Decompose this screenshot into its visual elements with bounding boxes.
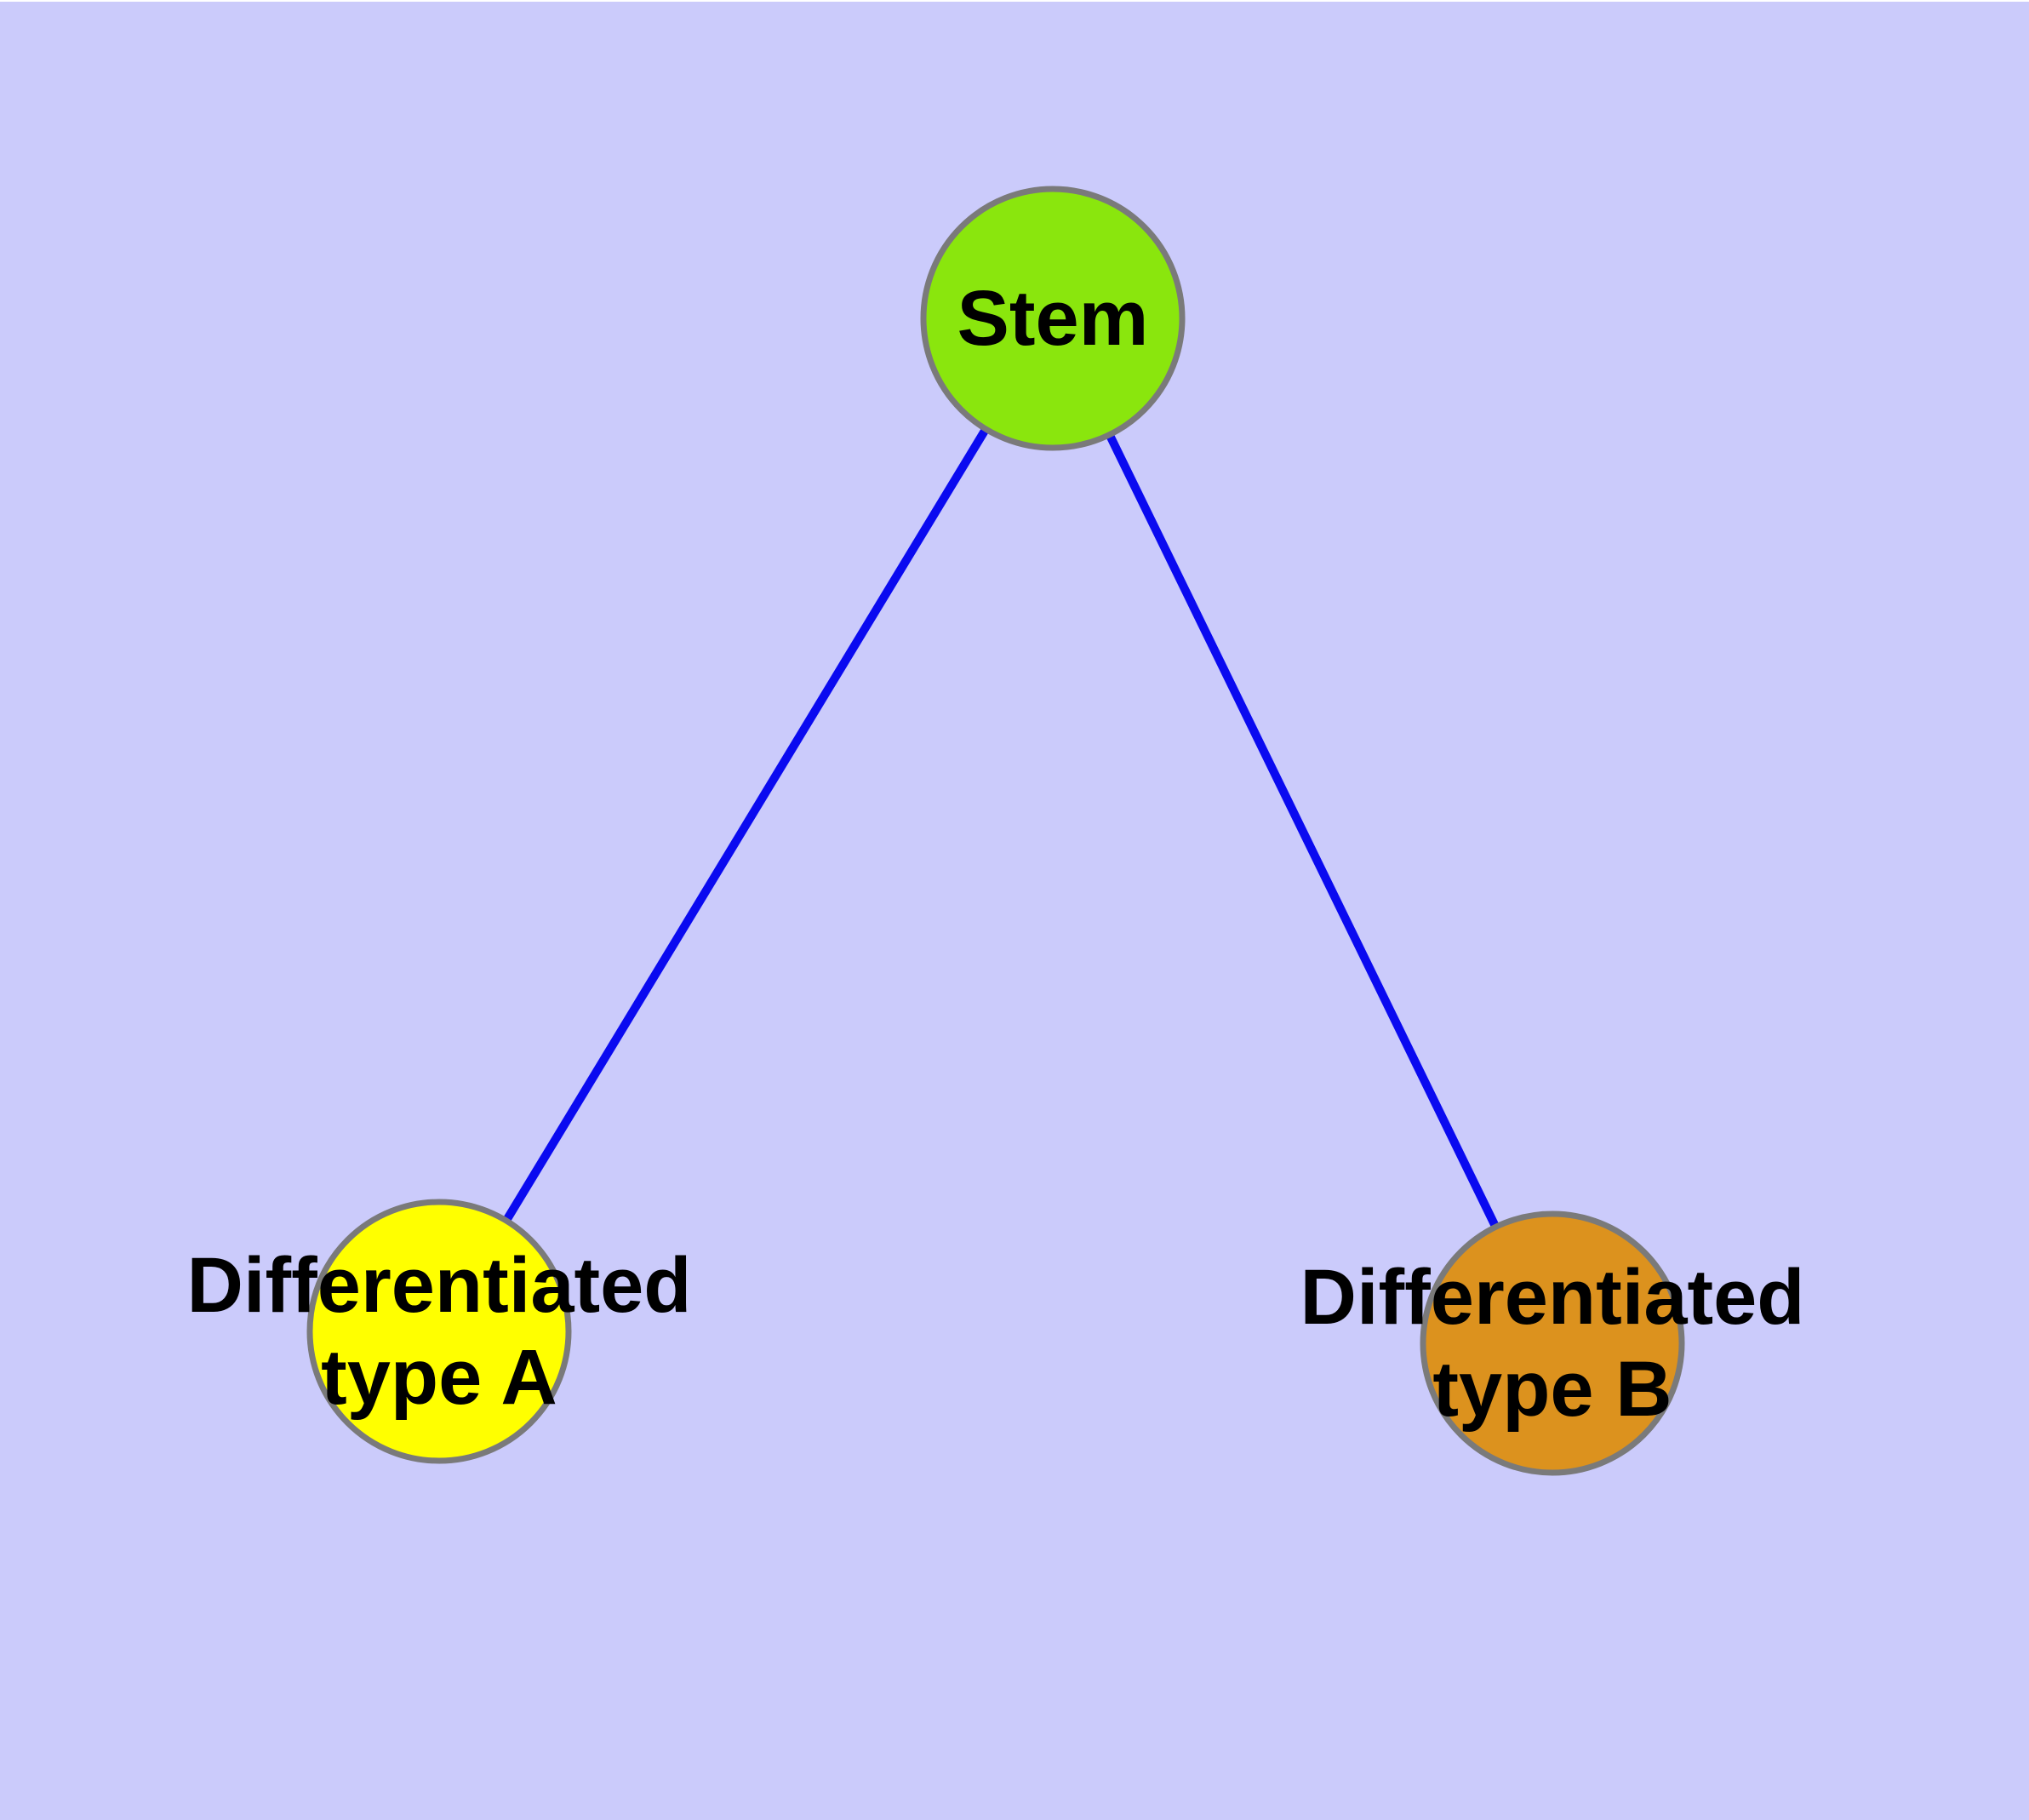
node-stem[interactable]: [920, 186, 1186, 451]
edge-stem-to-type-a: [435, 316, 1057, 1334]
node-differentiated-type-b[interactable]: [1420, 1210, 1685, 1476]
edge-stem-to-type-b: [1049, 316, 1557, 1346]
node-differentiated-type-a[interactable]: [306, 1199, 572, 1464]
